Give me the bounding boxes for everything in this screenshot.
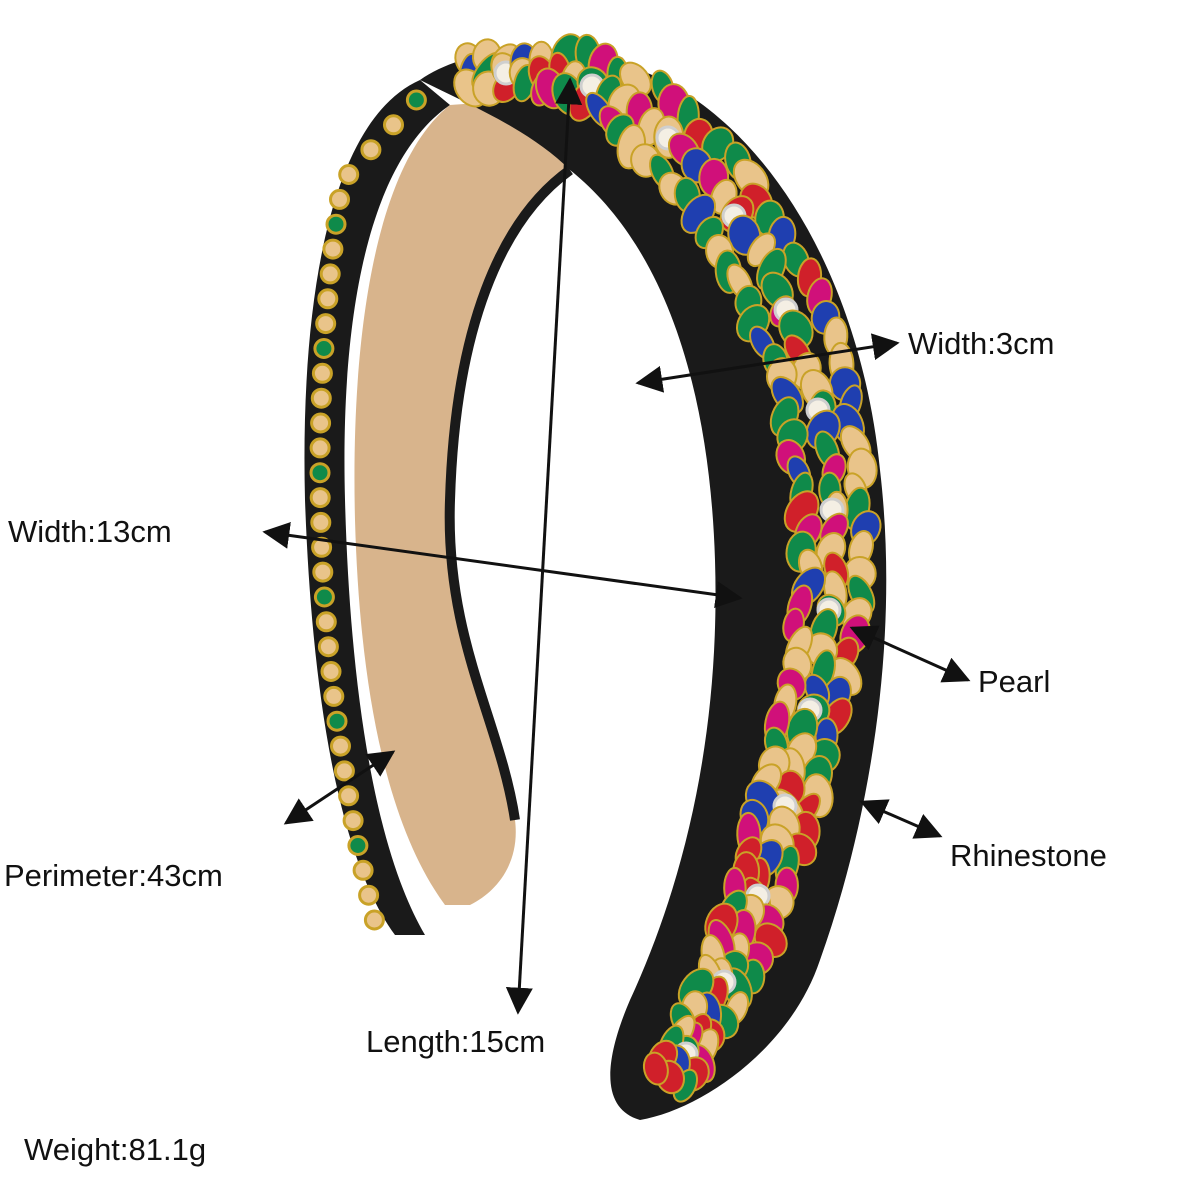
edge-crystal [309, 487, 331, 509]
edge-crystal [310, 412, 332, 434]
edge-crystal [358, 884, 380, 906]
pearl-arrow [849, 625, 971, 683]
length-arrow [505, 77, 583, 1015]
edge-crystal [342, 810, 364, 832]
edge-crystal [338, 164, 360, 185]
edge-crystal [309, 462, 331, 484]
edge-crystal [383, 114, 404, 136]
edge-crystal [405, 89, 427, 111]
edge-crystal [310, 387, 332, 409]
edge-crystal [360, 139, 382, 161]
edge-crystal [322, 238, 344, 260]
headband-image [304, 33, 887, 1121]
width-band-label: Width:3cm [908, 326, 1055, 361]
edge-crystal [319, 263, 341, 285]
edge-crystal [347, 835, 369, 856]
edge-crystal [313, 586, 335, 608]
rhinestone-label: Rhinestone [950, 838, 1107, 873]
edge-crystal [325, 213, 347, 235]
edge-crystal [317, 288, 339, 310]
width-span-label: Width:13cm [8, 514, 172, 549]
edge-crystal [363, 909, 385, 931]
edge-crystal [352, 859, 374, 881]
perimeter-label: Perimeter:43cm [4, 858, 223, 893]
edge-crystal [326, 710, 348, 732]
edge-crystal [338, 785, 360, 807]
edge-crystal [315, 313, 337, 335]
velvet-lining [354, 100, 577, 905]
edge-crystal [329, 188, 350, 210]
edge-crystal [312, 561, 334, 583]
edge-crystal [313, 338, 335, 359]
edge-crystal [333, 760, 355, 782]
edge-crystal [311, 362, 333, 384]
width-band-arrow [635, 333, 900, 393]
edge-crystal [309, 437, 331, 459]
pearl-label: Pearl [978, 664, 1051, 699]
edge-crystal [310, 511, 332, 533]
edge-crystal [330, 735, 351, 757]
weight-label: Weight:81.1g [24, 1132, 207, 1167]
left-crystal-row [309, 89, 427, 931]
edge-crystal [315, 611, 337, 633]
perimeter-arrow [283, 750, 396, 825]
edge-crystal [323, 685, 345, 707]
length-label: Length:15cm [366, 1024, 546, 1059]
width-span-arrow [262, 521, 743, 609]
edge-crystal [317, 636, 339, 658]
edge-crystal [320, 661, 342, 682]
rhinestone-gem [642, 1051, 669, 1086]
rhinestone-arrow [859, 799, 943, 839]
